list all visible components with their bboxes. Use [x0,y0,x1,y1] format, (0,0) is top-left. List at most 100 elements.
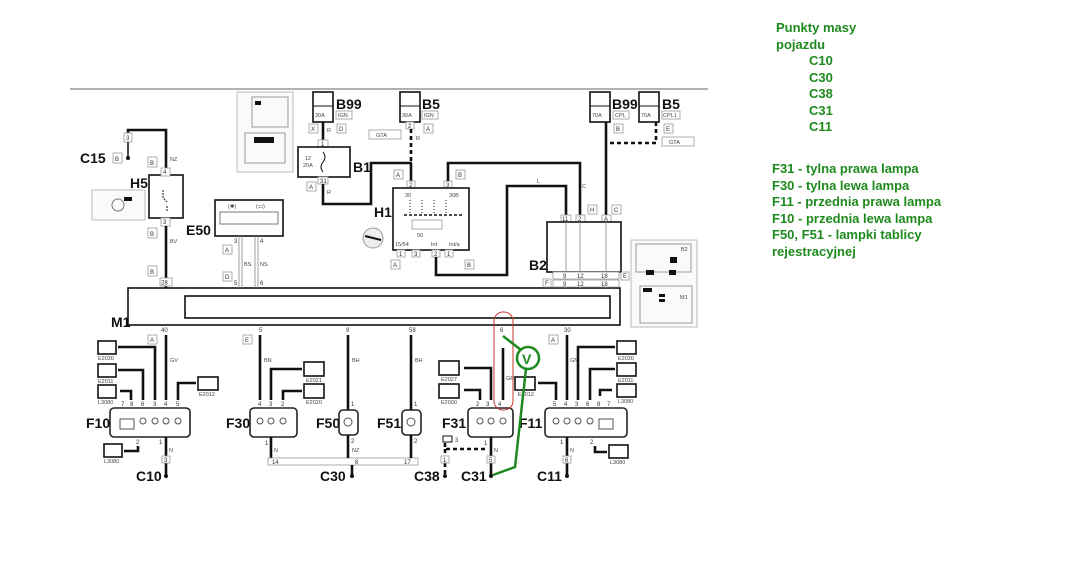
svg-text:M1: M1 [680,295,688,301]
svg-text:A: A [551,338,555,344]
svg-text:NZ: NZ [352,448,360,454]
svg-text:BS: BS [244,262,252,268]
lamp-e2011 [97,363,117,378]
svg-text:18: 18 [601,282,608,288]
svg-text:4: 4 [163,170,167,176]
svg-text:5: 5 [234,281,238,287]
svg-text:3: 3 [269,402,273,408]
svg-text:30A: 30A [402,113,412,119]
svg-text:2: 2 [281,402,285,408]
svg-text:E2000: E2000 [441,400,457,406]
svg-text:IGN: IGN [424,113,434,119]
svg-text:20A: 20A [303,163,313,169]
lamp-l3080 [97,384,117,399]
svg-text:X: X [311,127,315,133]
svg-text:31: 31 [320,179,327,185]
svg-text:A: A [396,173,400,179]
svg-text:3: 3 [164,458,168,464]
svg-text:BV: BV [170,239,178,245]
lamp-l3080-right [616,383,637,398]
b2-circuit: 70A B99 CPL B 70A B5 CPL1 E GTA H C 11 2… [529,91,695,288]
f51-plate-lamp: BH 1 F51 2 [377,335,423,458]
svg-text:8: 8 [597,402,601,408]
svg-text:L3080: L3080 [618,399,633,405]
svg-text:3: 3 [486,402,490,408]
svg-text:(▭): (▭) [256,204,265,210]
svg-text:6: 6 [500,328,504,334]
svg-text:3: 3 [163,220,167,226]
lamp-e2012 [197,376,219,391]
svg-text:E2021: E2021 [306,378,322,384]
svg-text:2: 2 [414,439,418,445]
svg-text:B: B [150,270,154,276]
h5-location-icon [91,189,146,221]
svg-text:A: A [309,185,313,191]
e50-label: E50 [186,222,211,238]
svg-text:A: A [150,338,154,344]
svg-text:B2: B2 [681,247,688,253]
svg-text:5: 5 [553,402,557,408]
svg-text:12: 12 [305,156,311,162]
svg-text:A: A [225,248,229,254]
svg-text:Int/a: Int/a [449,242,461,248]
svg-text:58: 58 [409,328,416,334]
svg-text:GTA: GTA [376,133,387,139]
svg-text:R: R [327,190,331,196]
b1-label: B1 [353,159,371,175]
svg-text:B: B [115,157,119,163]
svg-text:IGN: IGN [338,113,348,119]
svg-text:A: A [604,217,608,223]
svg-text:E2030: E2030 [98,356,114,362]
svg-text:3: 3 [455,438,459,444]
component-legend: F31 - tylna prawa lampa F30 - tylna lewa… [772,161,942,259]
svg-text:12: 12 [577,282,584,288]
svg-text:6: 6 [260,281,264,287]
svg-text:4: 4 [260,239,264,245]
svg-text:28: 28 [161,281,168,287]
f10-label: F10 [86,415,110,431]
b2-m1-location-inset: B2 M1 [630,239,698,328]
svg-text:7: 7 [121,402,125,408]
c38-ground-label: C38 [414,468,440,484]
svg-text:BH: BH [352,358,360,364]
svg-text:E2011: E2011 [98,379,114,385]
b99-cpl-fuse [589,91,611,123]
b1-fuse-box [297,146,351,178]
f3-location-inset [236,91,294,173]
svg-text:GN: GN [570,358,578,364]
svg-text:L: L [537,179,540,185]
svg-text:N: N [274,448,278,454]
svg-text:E2012: E2012 [518,392,534,398]
svg-text:70A: 70A [641,113,651,119]
b2-label: B2 [529,257,547,273]
c15-label: C15 [80,150,106,166]
svg-text:1: 1 [399,252,403,258]
svg-text:4: 4 [498,402,502,408]
svg-text:30: 30 [564,328,571,334]
svg-text:2: 2 [434,252,438,258]
svg-text:GTA: GTA [669,140,680,146]
lamp-e2030 [97,340,117,355]
svg-text:6: 6 [141,402,145,408]
svg-text:40: 40 [161,328,168,334]
svg-text:B: B [150,232,154,238]
svg-text:6: 6 [565,458,569,464]
svg-text:L3080: L3080 [98,400,113,406]
f50-plate-lamp: BH 1 F50 2 NZ [316,335,360,458]
svg-text:12: 12 [577,274,584,280]
svg-text:BN: BN [264,358,272,364]
svg-text:V: V [522,351,532,367]
svg-text:E: E [623,274,627,280]
b99-label: B99 [336,96,362,112]
highlight-outline [493,311,514,411]
svg-text:BH: BH [415,358,423,364]
lamp-l3080-lower [103,443,123,458]
svg-text:(✱): (✱) [228,203,236,210]
svg-text:1: 1 [265,441,269,447]
m1-label: M1 [111,314,131,330]
voltmeter-icon [515,345,541,371]
svg-text:E2011: E2011 [618,378,634,384]
